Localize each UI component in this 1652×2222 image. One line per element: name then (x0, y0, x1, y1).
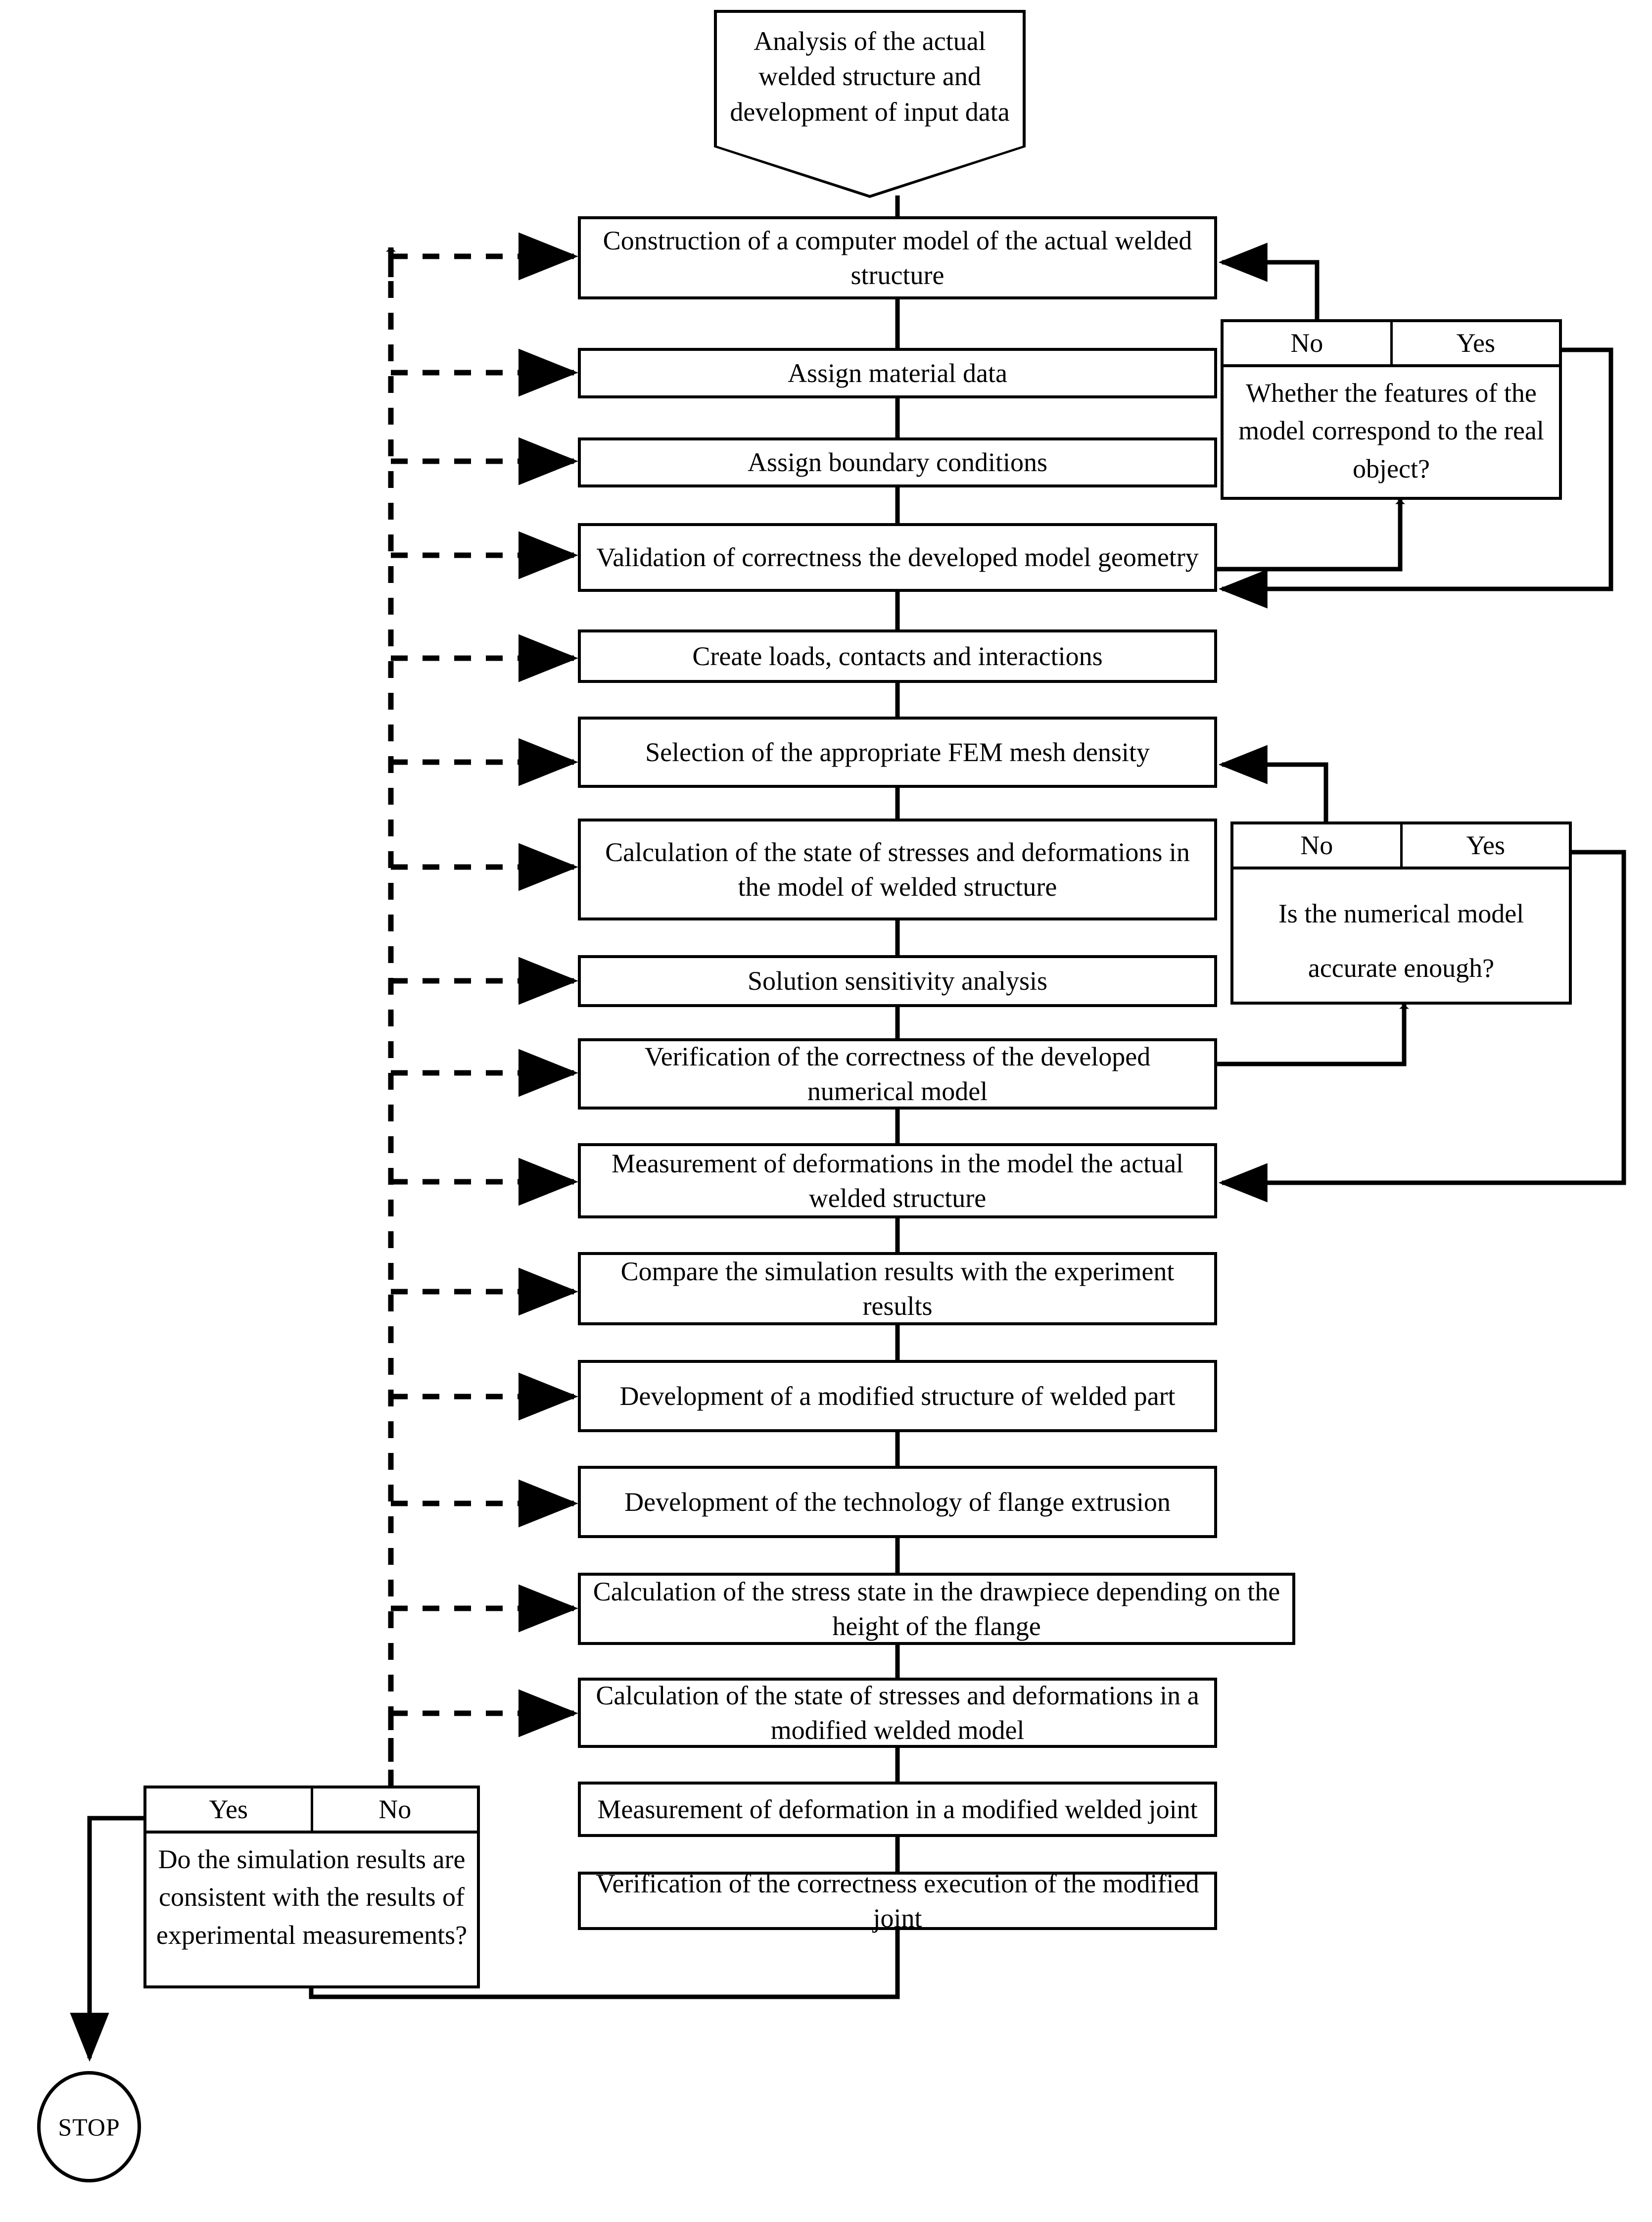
process-calc-stress[interactable]: Calculation of the state of stresses and… (578, 819, 1217, 920)
process-label: Create loads, contacts and interactions (692, 641, 1103, 671)
process-drawpiece[interactable]: Calculation of the stress state in the d… (578, 1573, 1295, 1645)
decision-option-no[interactable]: No (1224, 322, 1393, 364)
decision-results-consistent[interactable]: Yes No Do the simulation results are con… (143, 1786, 480, 1988)
process-calc-modified[interactable]: Calculation of the state of stresses and… (578, 1678, 1217, 1748)
decision-option-no[interactable]: No (378, 1794, 412, 1824)
process-label: Compare the simulation results with the … (620, 1256, 1175, 1321)
decision-option-no[interactable]: No (1233, 824, 1403, 867)
stop-terminator[interactable]: STOP (37, 2071, 141, 2182)
process-label: Calculation of the state of stresses and… (605, 837, 1190, 902)
process-mesh[interactable]: Selection of the appropriate FEM mesh de… (578, 717, 1217, 788)
process-construction[interactable]: Construction of a computer model of the … (578, 216, 1217, 299)
process-label: Verification of the correctness executio… (596, 1868, 1199, 1933)
process-label: Solution sensitivity analysis (747, 966, 1048, 996)
process-label: Assign material data (788, 358, 1007, 388)
decision-option-yes[interactable]: Yes (1466, 830, 1506, 860)
process-validation[interactable]: Validation of correctness the developed … (578, 523, 1217, 592)
process-measure-joint[interactable]: Measurement of deformation in a modified… (578, 1782, 1217, 1837)
decision-option-yes[interactable]: Yes (146, 1788, 313, 1831)
process-label: Development of the technology of flange … (624, 1487, 1171, 1517)
decision-options: No Yes (1233, 824, 1569, 869)
process-label: Development of a modified structure of w… (619, 1381, 1176, 1411)
process-label: Validation of correctness the developed … (596, 542, 1199, 573)
decision-options: Yes No (146, 1788, 477, 1834)
process-label: Verification of the correctness of the d… (644, 1041, 1151, 1106)
decision-option-yes[interactable]: Yes (1456, 328, 1496, 358)
decision-question: Whether the features of the model corres… (1238, 378, 1544, 484)
process-label: Calculation of the stress state in the d… (593, 1576, 1280, 1641)
decision-question: Do the simulation results are consistent… (156, 1844, 468, 1950)
process-compare[interactable]: Compare the simulation results with the … (578, 1252, 1217, 1325)
decision-options: No Yes (1224, 322, 1559, 367)
process-loads[interactable]: Create loads, contacts and interactions (578, 629, 1217, 683)
process-label: Measurement of deformations in the model… (611, 1148, 1184, 1213)
process-flange-tech[interactable]: Development of the technology of flange … (578, 1466, 1217, 1538)
process-label: Calculation of the state of stresses and… (596, 1680, 1199, 1745)
stop-label: STOP (58, 2113, 120, 2141)
decision-model-features[interactable]: No Yes Whether the features of the model… (1221, 319, 1562, 500)
process-material[interactable]: Assign material data (578, 348, 1217, 398)
process-label: Measurement of deformation in a modified… (597, 1794, 1198, 1824)
process-sensitivity[interactable]: Solution sensitivity analysis (578, 955, 1217, 1007)
process-label: Construction of a computer model of the … (603, 225, 1192, 290)
process-boundary[interactable]: Assign boundary conditions (578, 437, 1217, 487)
process-verification[interactable]: Verification of the correctness of the d… (578, 1038, 1217, 1110)
process-modified-struct[interactable]: Development of a modified structure of w… (578, 1360, 1217, 1432)
process-label: Assign boundary conditions (748, 447, 1047, 478)
process-label: Selection of the appropriate FEM mesh de… (645, 737, 1150, 767)
process-measure-model[interactable]: Measurement of deformations in the model… (578, 1143, 1217, 1218)
decision-numerical-accuracy[interactable]: No Yes Is the numerical model accurate e… (1230, 821, 1572, 1005)
decision-question: Is the numerical model accurate enough? (1278, 898, 1524, 983)
process-verify-joint[interactable]: Verification of the correctness executio… (578, 1869, 1217, 1933)
